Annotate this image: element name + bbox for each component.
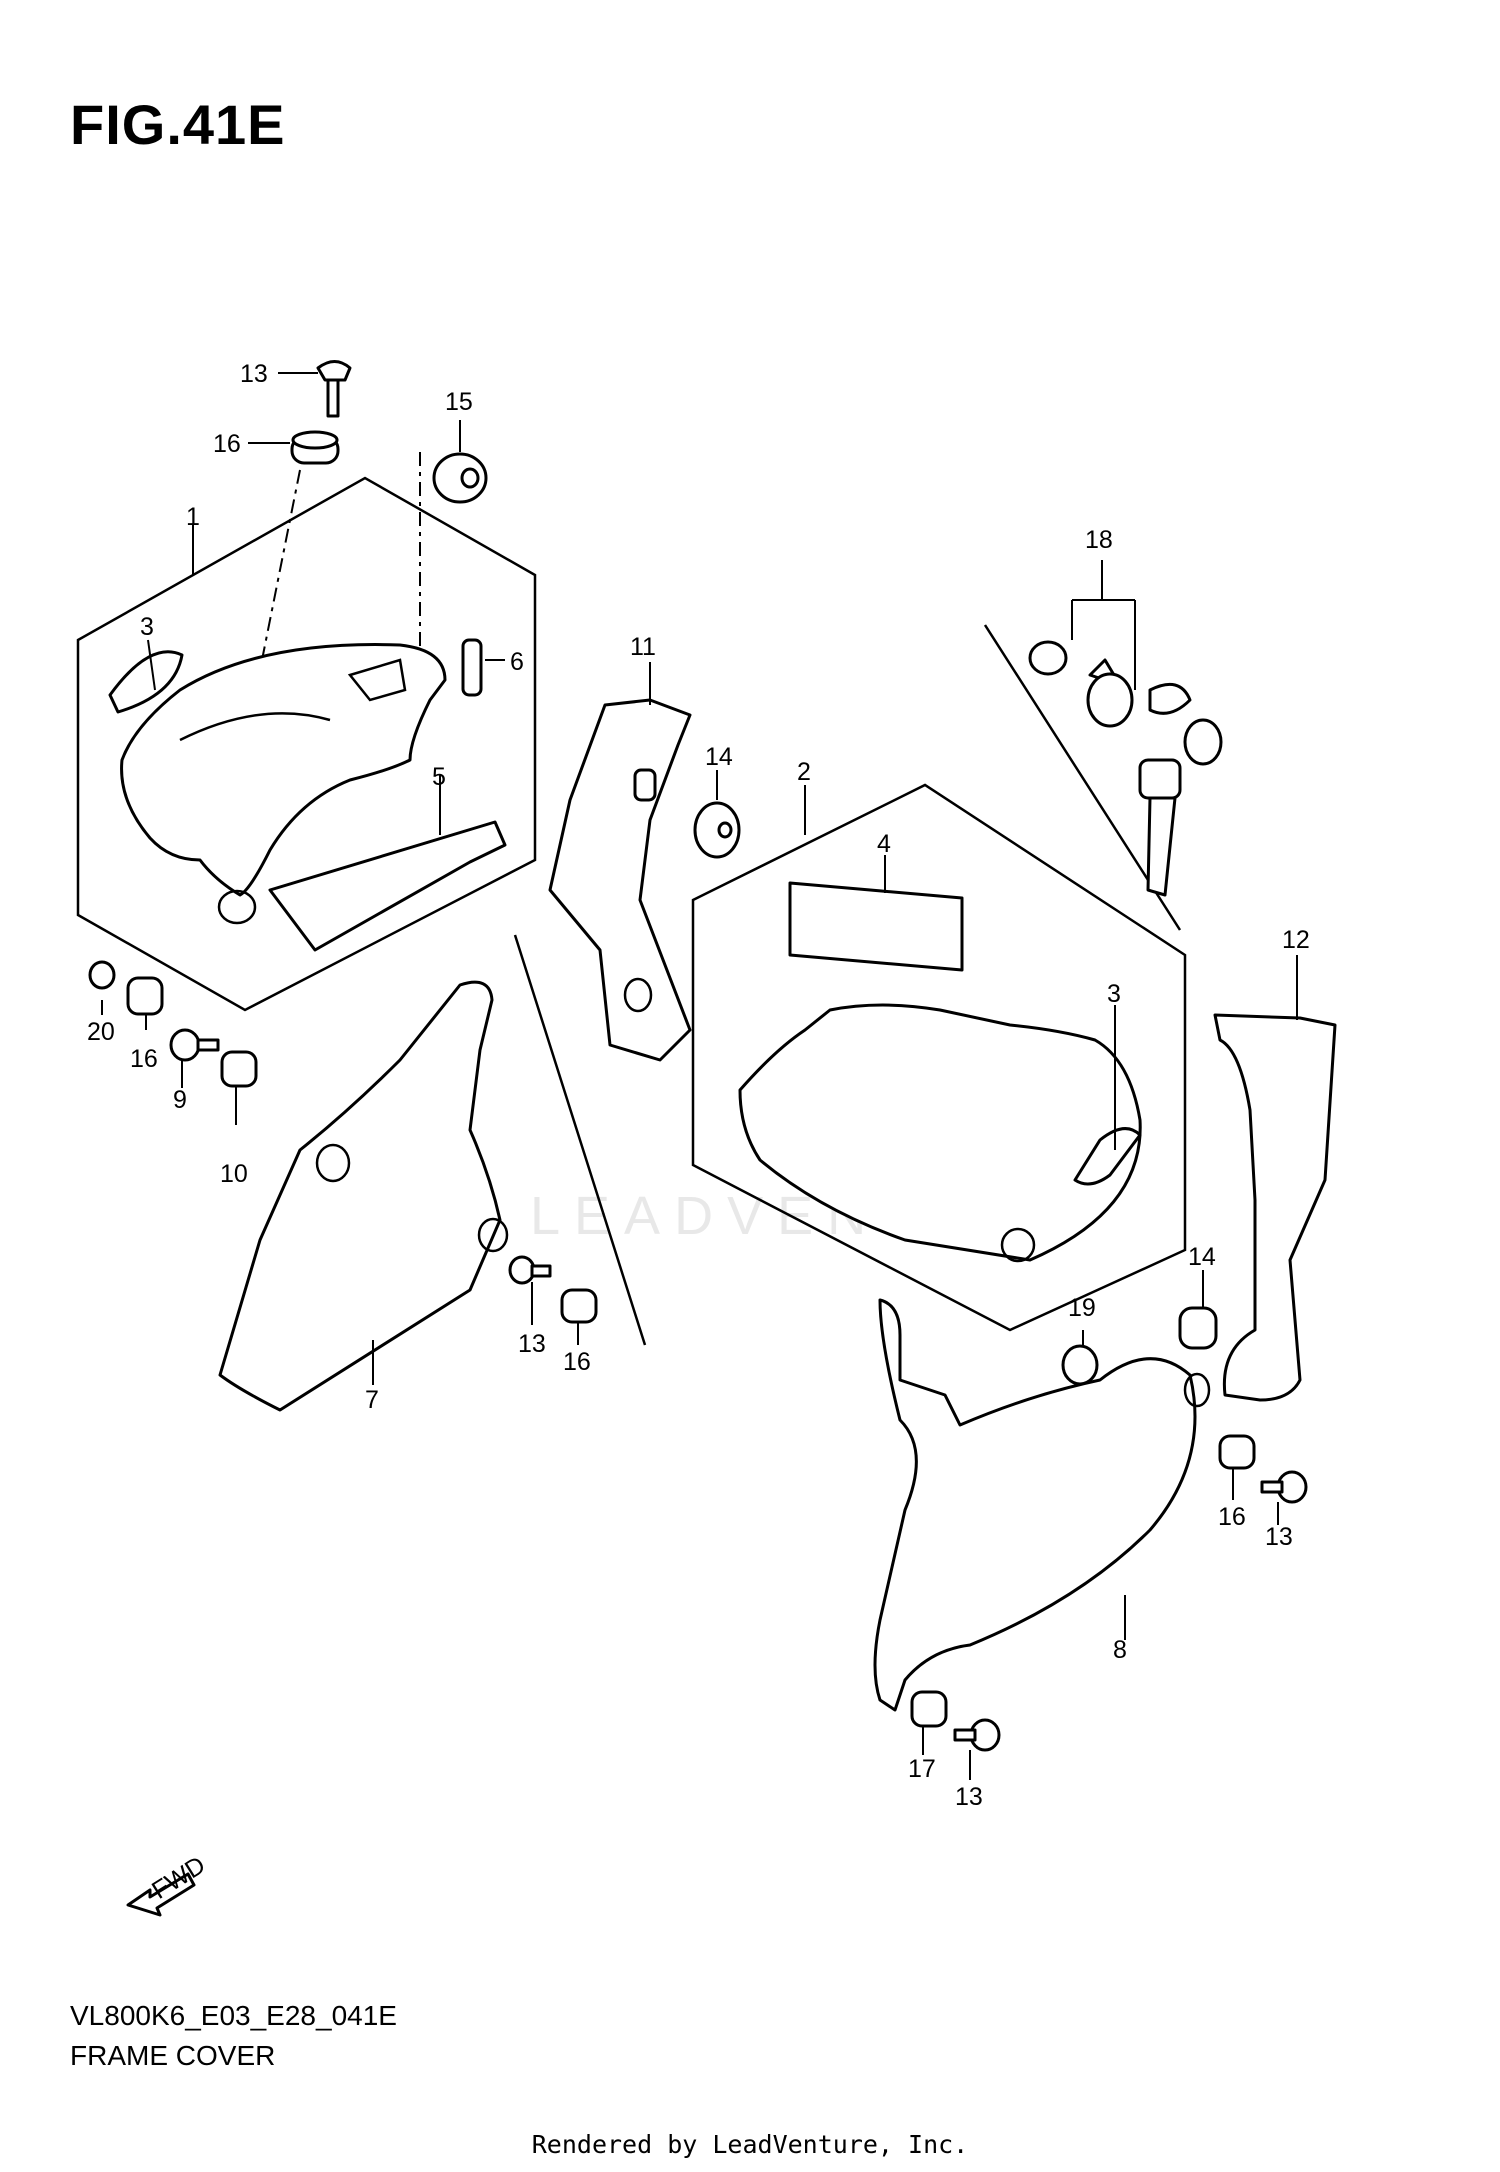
side-cover-2 [738, 1003, 1142, 1262]
callout-19: 19 [1068, 1294, 1096, 1322]
strip-5 [268, 820, 507, 952]
grommet-16-under7 [560, 1288, 598, 1324]
callout-16: 16 [563, 1348, 591, 1376]
group-7-frame [513, 934, 647, 1346]
callout-13: 13 [955, 1783, 983, 1811]
callout-17: 17 [908, 1755, 936, 1783]
screw-13-left [508, 1255, 552, 1285]
pin-6 [461, 638, 483, 697]
emblem-3-right [1073, 1127, 1142, 1186]
label-4 [788, 881, 964, 972]
grommet-16-left [126, 976, 164, 1016]
grommet-10 [220, 1050, 258, 1088]
callout-9: 9 [173, 1086, 187, 1114]
callout-11: 11 [630, 633, 656, 661]
grommet-16-right [1218, 1434, 1256, 1470]
group-2-frame [691, 783, 1187, 1332]
callout-13: 13 [1265, 1523, 1293, 1551]
grommet-16-top [290, 430, 340, 465]
callout-6: 6 [510, 648, 524, 676]
callout-14: 14 [705, 743, 733, 771]
bolt-13-top [316, 360, 352, 418]
screw-13-right [1260, 1470, 1308, 1504]
callout-3: 3 [1107, 980, 1121, 1008]
frame-cover-1 [120, 643, 447, 897]
callout-3: 3 [140, 613, 154, 641]
fwd-arrow-icon: FWD [126, 1851, 210, 1917]
bracket-11 [548, 698, 692, 1062]
model-code: VL800K6_E03_E28_041E [70, 2000, 397, 2031]
grommet-14-right [1178, 1306, 1218, 1350]
callout-1: 1 [186, 503, 200, 531]
callout-13: 13 [518, 1330, 546, 1358]
callout-16: 16 [130, 1045, 158, 1073]
callout-18: 18 [1085, 526, 1113, 554]
fwd-label: FWD [147, 1851, 210, 1905]
callout-16: 16 [213, 430, 241, 458]
screw-9 [169, 1028, 220, 1062]
emblem-3-left [108, 650, 184, 714]
grommet-19 [1061, 1344, 1099, 1386]
callout-7: 7 [365, 1386, 379, 1414]
callout-2: 2 [797, 758, 811, 786]
callout-14: 14 [1188, 1243, 1216, 1271]
grommet-14-left [693, 801, 741, 859]
frame-cover-7 [218, 980, 502, 1412]
callout-20: 20 [87, 1018, 115, 1046]
frame-cover-8 [873, 1298, 1197, 1712]
callout-5: 5 [432, 763, 446, 791]
group-18-frame [983, 624, 1182, 931]
callout-15: 15 [445, 388, 473, 416]
rendered-by-credit: Rendered by LeadVenture, Inc. [531, 2130, 969, 2159]
callout-8: 8 [1113, 1636, 1127, 1664]
leader-lines [101, 372, 1298, 1780]
callout-13: 13 [240, 360, 268, 388]
grommet-17 [910, 1690, 948, 1728]
callout-16: 16 [1218, 1503, 1246, 1531]
group-1-frame [76, 476, 537, 1012]
grommet-15 [432, 452, 488, 504]
callout-12: 12 [1282, 926, 1310, 954]
bracket-12 [1213, 1013, 1337, 1402]
key-lock-18 [1028, 640, 1223, 897]
callout-10: 10 [220, 1160, 248, 1188]
callouts: 13 16 15 1 3 6 5 20 16 9 10 11 14 2 4 3 … [87, 360, 1310, 1811]
screw-13-bottom [953, 1718, 1001, 1752]
nut-20 [88, 960, 116, 990]
section-name: FRAME COVER [70, 2040, 276, 2071]
figure-title: FIG.41E [70, 93, 286, 156]
callout-4: 4 [877, 830, 891, 858]
